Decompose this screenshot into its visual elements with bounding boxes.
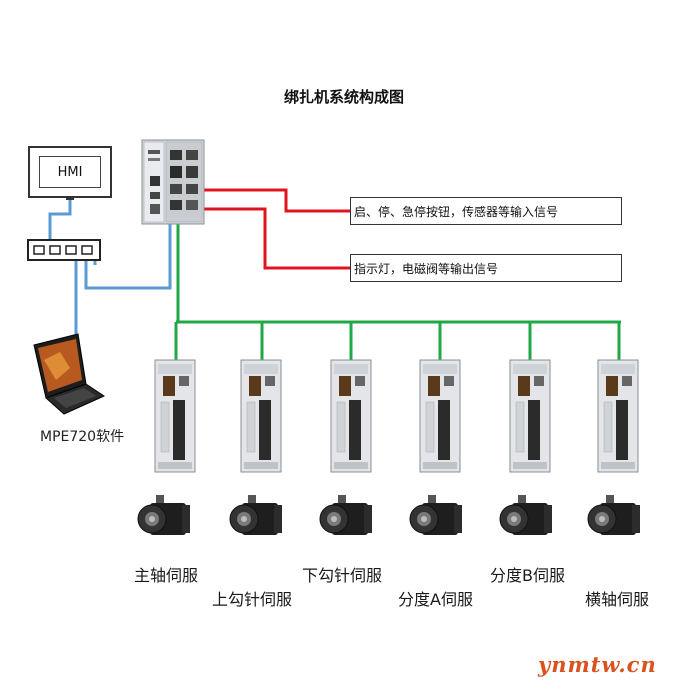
servo-label: 分度A伺服: [398, 590, 473, 609]
io-lines: [182, 188, 350, 270]
laptop: [33, 333, 106, 415]
diagram-title: 绑扎机系统构成图: [284, 88, 405, 106]
servo-motor: [137, 495, 190, 535]
servo-drive: [154, 359, 196, 473]
servo-label: 上勾针伺服: [212, 590, 293, 609]
servo-drive: [597, 359, 639, 473]
output-signal-box: 指示灯，电磁阀等输出信号: [350, 254, 622, 282]
servo-motors: [137, 495, 640, 535]
laptop-label: MPE720软件: [40, 429, 125, 445]
hmi-panel: HMI: [28, 146, 112, 198]
hmi-stand: [66, 196, 74, 200]
servo-drive: [330, 359, 372, 473]
servo-label: 横轴伺服: [585, 590, 650, 609]
servo-drives: [154, 359, 639, 473]
watermark: ynmtw.cn: [538, 652, 657, 677]
hmi-label: HMI: [39, 156, 101, 188]
servo-motor: [229, 495, 282, 535]
servo-motor: [587, 495, 640, 535]
servo-drive: [419, 359, 461, 473]
input-signal-box: 启、停、急停按钮，传感器等输入信号: [350, 197, 622, 225]
servo-drive: [509, 359, 551, 473]
servo-motor: [409, 495, 462, 535]
network-switch: [27, 239, 101, 261]
servo-motor: [499, 495, 552, 535]
servo-drive: [240, 359, 282, 473]
servo-motor: [319, 495, 372, 535]
servo-label: 分度B伺服: [490, 566, 565, 585]
servo-label: 主轴伺服: [134, 566, 199, 585]
plc-controller: [141, 139, 205, 225]
servo-label: 下勾针伺服: [302, 566, 383, 585]
